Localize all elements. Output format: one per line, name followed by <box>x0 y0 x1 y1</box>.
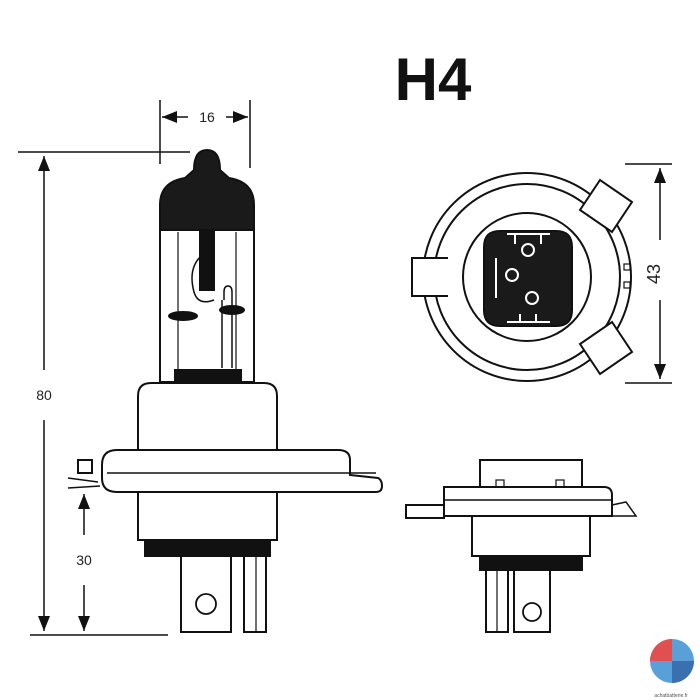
small-flange <box>443 486 613 517</box>
filament-low <box>168 311 198 321</box>
flange-left-tab <box>411 257 448 297</box>
dimension-base-height-label: 30 <box>76 552 92 568</box>
contact-hole-1 <box>521 243 535 257</box>
bulb-side-view-small <box>405 459 638 633</box>
flange-bottom-tab <box>578 320 634 376</box>
dimension-flange-label: 43 <box>644 264 664 284</box>
flange <box>101 449 384 493</box>
brand-logo: achatbatterie.fr <box>650 639 694 699</box>
small-base-collar <box>479 555 583 571</box>
bulb-top-view <box>411 172 634 382</box>
dimension-height <box>18 151 190 636</box>
small-socket-body <box>471 515 591 557</box>
logo-text: achatbatterie.fr <box>654 693 688 699</box>
filament-high <box>219 305 245 315</box>
socket-ring <box>462 212 592 342</box>
dimension-flange <box>625 163 672 384</box>
plug-face <box>483 230 573 327</box>
dimension-height-label: 80 <box>36 387 52 403</box>
page-title: H4 <box>395 46 472 113</box>
filament-holder <box>199 231 215 291</box>
glass-cap <box>159 148 255 233</box>
bulb-side-view <box>67 148 384 633</box>
small-socket-top <box>479 459 583 489</box>
small-pin-right <box>513 569 551 633</box>
small-left-tab <box>405 504 445 519</box>
contact-pin-right <box>243 555 267 633</box>
contact-hole-2 <box>505 268 519 282</box>
flange-top-tab <box>578 178 634 234</box>
contact-hole-3 <box>525 291 539 305</box>
dimension-width <box>159 100 251 168</box>
dimension-width-label: 16 <box>199 109 215 125</box>
base-collar <box>144 539 271 557</box>
flange-tab <box>77 459 93 474</box>
glass-bottom <box>174 369 242 385</box>
